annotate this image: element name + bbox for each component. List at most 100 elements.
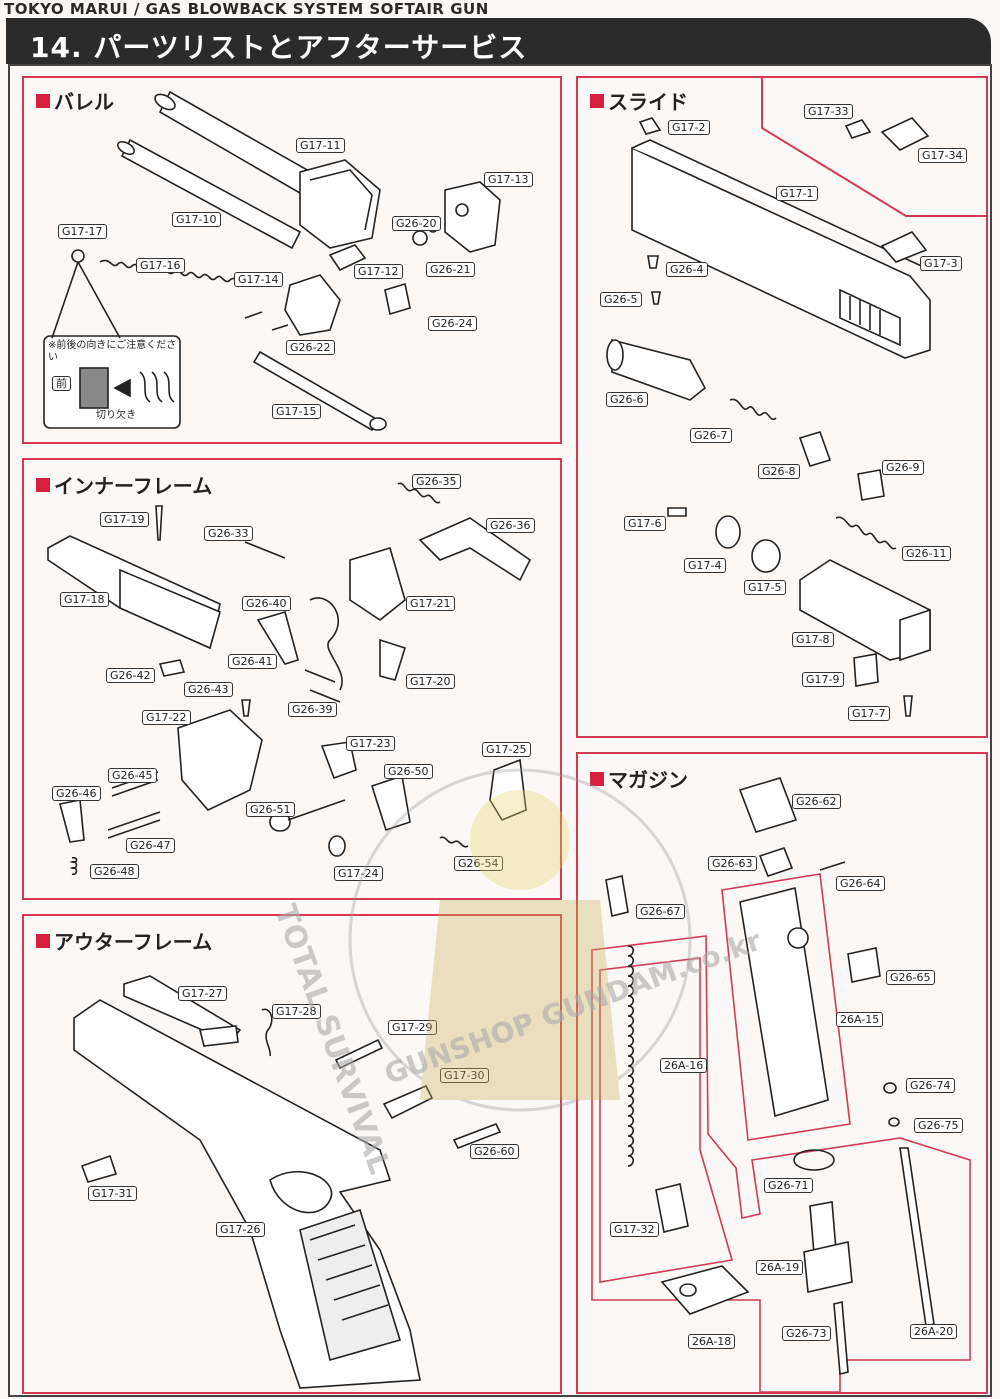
magazine-panel [576,752,988,1394]
part-label: G26-36 [486,518,535,533]
part-label: G26-67 [636,904,685,919]
part-label: G26-41 [228,654,277,669]
inner-frame-title-text: インナーフレーム [54,474,213,498]
part-label: G26-7 [690,428,732,443]
part-label: G26-43 [184,682,233,697]
part-label: G17-32 [610,1222,659,1237]
part-label: 26A-20 [910,1324,958,1339]
part-label: G17-30 [440,1068,489,1083]
part-label: G17-33 [804,104,853,119]
part-label: 26A-16 [660,1058,708,1073]
part-label: G26-6 [606,392,648,407]
part-label: G17-34 [918,148,967,163]
part-label: G26-54 [454,856,503,871]
part-label: G17-10 [172,212,221,227]
part-label: G26-39 [288,702,337,717]
section-marker-icon [590,771,604,786]
part-label: G17-26 [216,1222,265,1237]
inner-frame-section-title: インナーフレーム [36,470,212,499]
magazine-section-title: マガジン [590,764,688,793]
part-label: 26A-15 [836,1012,884,1027]
part-label: G17-17 [58,224,107,239]
part-label: G17-19 [100,512,149,527]
part-label: G17-1 [776,186,818,201]
part-label: G17-12 [354,264,403,279]
part-label: G26-71 [764,1178,813,1193]
slide-title-text: スライド [608,90,688,114]
part-label: G26-11 [902,546,951,561]
title-bar [6,18,991,64]
part-label: G26-65 [886,970,935,985]
part-label: G26-62 [792,794,841,809]
part-label: G17-25 [482,742,531,757]
part-label: G17-4 [684,558,726,573]
part-label: G17-22 [142,710,191,725]
part-label: G26-4 [666,262,708,277]
part-label: G26-63 [708,856,757,871]
front-label: 前 [52,376,71,391]
part-label: G17-29 [388,1020,437,1035]
notch-label: 切り欠き [96,410,136,421]
part-label: G26-48 [90,864,139,879]
part-label: G17-21 [406,596,455,611]
part-label: G17-31 [88,1186,137,1201]
barrel-orientation-note: ※前後の向きにご注意ください [48,340,177,363]
part-label: G26-42 [106,668,155,683]
part-label: G17-28 [272,1004,321,1019]
part-label: G17-11 [296,138,345,153]
part-label: G26-40 [242,596,291,611]
outer-frame-title-text: アウターフレーム [54,930,213,954]
part-label: G26-75 [914,1118,963,1133]
part-label: G26-64 [836,876,885,891]
part-label: G26-21 [426,262,475,277]
magazine-title-text: マガジン [608,768,688,792]
part-label: G26-74 [906,1078,955,1093]
header-subtitle: TOKYO MARUI / GAS BLOWBACK SYSTEM SOFTAI… [4,0,489,18]
part-label: G26-45 [108,768,157,783]
part-label: G17-15 [272,404,321,419]
slide-panel [576,76,988,738]
barrel-panel [22,76,562,444]
part-label: G17-3 [920,256,962,271]
part-label: G17-20 [406,674,455,689]
part-label: G17-9 [802,672,844,687]
part-label: 26A-18 [688,1334,736,1349]
part-label: G17-13 [484,172,533,187]
section-marker-icon [36,93,50,108]
part-label: G17-8 [792,632,834,647]
part-label: G26-50 [384,764,433,779]
part-label: G26-33 [204,526,253,541]
part-label: G26-22 [286,340,335,355]
part-label: G26-9 [882,460,924,475]
outer-frame-panel [22,914,562,1394]
part-label: G17-27 [178,986,227,1001]
part-label: G17-6 [624,516,666,531]
part-label: G26-51 [246,802,295,817]
barrel-section-title: バレル [36,86,114,115]
outer-frame-section-title: アウターフレーム [36,926,212,955]
part-label: G26-8 [758,464,800,479]
part-label: 26A-19 [756,1260,804,1275]
part-label: G17-23 [346,736,395,751]
inner-frame-panel [22,458,562,900]
part-label: G17-5 [744,580,786,595]
section-marker-icon [36,477,50,492]
part-label: G17-7 [848,706,890,721]
part-label: G17-18 [60,592,109,607]
section-marker-icon [36,933,50,948]
part-label: G26-47 [126,838,175,853]
part-label: G26-20 [392,216,441,231]
outer-page-frame [8,64,992,1397]
part-label: G26-5 [600,292,642,307]
slide-section-title: スライド [590,86,688,115]
part-label: G17-16 [136,258,185,273]
part-label: G17-24 [334,866,383,881]
part-label: G26-60 [470,1144,519,1159]
part-label: G17-2 [668,120,710,135]
part-label: G26-46 [52,786,101,801]
